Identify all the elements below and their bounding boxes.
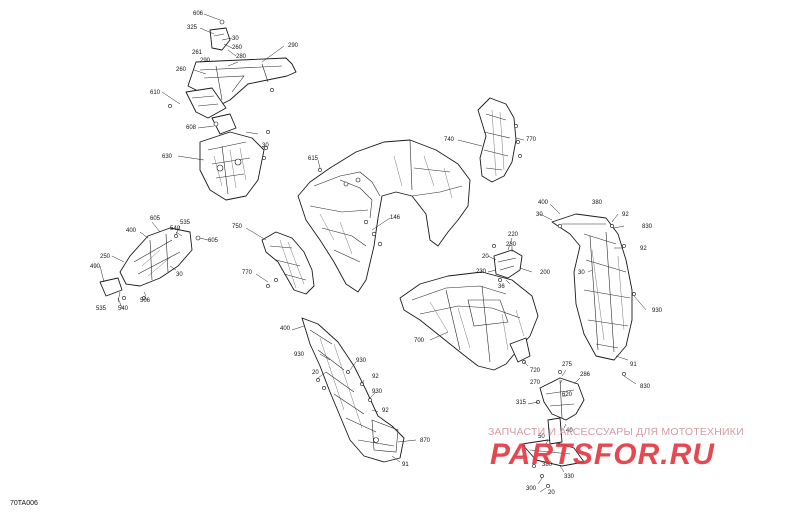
- callout-20: 20: [312, 370, 319, 376]
- callout-286: 286: [580, 372, 591, 378]
- callout-610: 610: [150, 90, 161, 96]
- callout-608: 608: [186, 125, 197, 131]
- callout-930: 930: [356, 358, 367, 364]
- footrest-bracket: [521, 370, 585, 488]
- right-side-panel: [551, 213, 636, 376]
- callout-20: 20: [548, 490, 555, 496]
- callout-30: 30: [536, 212, 543, 218]
- callout-280: 280: [236, 54, 247, 60]
- callout-325: 325: [187, 25, 198, 31]
- callout-380: 380: [542, 462, 553, 468]
- callout-540: 540: [170, 226, 181, 232]
- callout-620: 620: [562, 392, 573, 398]
- leaders-footrest: [527, 369, 581, 493]
- callout-30: 30: [176, 272, 183, 278]
- front-body-panel: [297, 139, 471, 293]
- callout-870: 870: [420, 438, 431, 444]
- callout-146: 146: [390, 215, 401, 221]
- callout-315: 315: [516, 400, 527, 406]
- callout-20: 20: [482, 254, 489, 260]
- leaders-deflector-lower: [245, 227, 269, 283]
- callout-36: 36: [498, 284, 505, 290]
- callout-930: 930: [372, 389, 383, 395]
- callout-40: 40: [566, 428, 573, 434]
- callout-506: 506: [140, 298, 151, 304]
- leaders-center-bracket: [487, 237, 533, 285]
- leaders-left-bracket: [99, 221, 209, 309]
- leaders-lower-panel: [291, 325, 417, 463]
- callout-275: 275: [562, 362, 573, 368]
- callout-400: 400: [538, 200, 549, 206]
- watermark-logo: PARTSFOR.RU: [490, 438, 715, 471]
- diagram-code: 70TA006: [10, 500, 38, 507]
- callout-50: 50: [538, 434, 545, 440]
- leaders-deflector-upper: [457, 137, 525, 147]
- callout-615: 615: [308, 156, 319, 162]
- side-deflector-upper: [477, 97, 522, 183]
- callout-250: 250: [100, 254, 111, 260]
- callout-535: 535: [96, 306, 107, 312]
- callout-770: 770: [526, 137, 537, 143]
- callout-270: 270: [530, 380, 541, 386]
- left-bracket-assembly: [99, 227, 201, 300]
- callout-606: 606: [193, 11, 204, 17]
- callout-230: 230: [476, 269, 487, 275]
- callout-750: 750: [232, 224, 243, 230]
- callout-930: 930: [652, 308, 663, 314]
- front-fender-cover: [399, 271, 539, 371]
- callout-92: 92: [382, 408, 389, 414]
- callout-290: 290: [200, 58, 211, 64]
- callout-770: 770: [242, 270, 253, 276]
- callout-490: 490: [90, 264, 101, 270]
- leaders-front-panel: [317, 159, 391, 231]
- callout-92: 92: [372, 374, 379, 380]
- callout-830: 830: [640, 384, 651, 390]
- callout-230: 230: [506, 242, 517, 248]
- callout-300: 300: [526, 486, 537, 492]
- callout-720: 720: [530, 368, 541, 374]
- callout-30: 30: [262, 143, 269, 149]
- leaders-top-left: [161, 13, 285, 161]
- callout-92: 92: [622, 212, 629, 218]
- callout-260: 260: [232, 45, 243, 51]
- callout-30: 30: [578, 270, 585, 276]
- callout-830: 830: [642, 224, 653, 230]
- callout-605: 605: [208, 238, 219, 244]
- callout-91: 91: [630, 362, 637, 368]
- upper-support-bracket: [168, 19, 297, 135]
- callout-220: 220: [508, 232, 519, 238]
- callout-380: 380: [592, 200, 603, 206]
- callout-260: 260: [176, 67, 187, 73]
- callout-30: 30: [232, 36, 239, 42]
- callout-630: 630: [162, 154, 173, 160]
- callout-535: 535: [180, 220, 191, 226]
- callout-91: 91: [402, 462, 409, 468]
- lower-side-panel: [301, 317, 405, 463]
- callout-labels: 606 325 30 261 260 290 280 290 260 610 6…: [90, 11, 663, 496]
- callout-400: 400: [126, 228, 137, 234]
- callout-740: 740: [444, 137, 455, 143]
- callout-330: 330: [564, 474, 575, 480]
- leaders-right-panel: [539, 203, 647, 385]
- callout-290: 290: [288, 43, 299, 49]
- callout-700: 700: [414, 338, 425, 344]
- callout-930: 930: [294, 352, 305, 358]
- side-deflector-lower: [261, 231, 315, 295]
- steering-mount-plate: [199, 130, 270, 201]
- callout-92: 92: [640, 246, 647, 252]
- callout-605: 605: [150, 216, 161, 222]
- callout-400: 400: [280, 326, 291, 332]
- leaders-fender: [429, 331, 529, 367]
- watermark-subtitle: ЗАПЧАСТИ И АКСЕССУАРЫ ДЛЯ МОТОТЕХНИКИ: [488, 426, 744, 438]
- callout-261: 261: [192, 50, 203, 56]
- callout-540: 540: [118, 306, 129, 312]
- callout-200: 200: [540, 270, 551, 276]
